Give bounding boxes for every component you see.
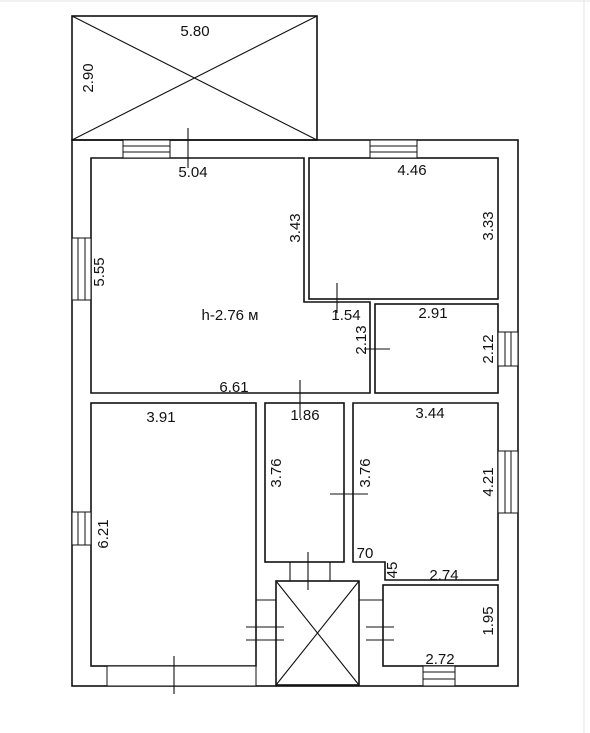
dim-kitchen-h-right: 3.33: [480, 211, 497, 240]
dim-living-h: 5.55: [91, 257, 108, 286]
dim-bath-w-bottom: 2.72: [425, 651, 454, 668]
dim-kitchen-h-left: 3.43: [287, 213, 304, 242]
window-right-bedroom2: [497, 450, 519, 514]
ceiling-height-label: h-2.76 м: [201, 307, 258, 324]
dim-bedroom-h: 6.21: [95, 519, 112, 548]
dim-bedroom2-h: 4.21: [480, 467, 497, 496]
dim-offset-a: 70: [357, 545, 374, 562]
dim-small-room-w: 2.91: [418, 305, 447, 322]
bedroom-2: [352, 402, 499, 581]
living-room: [90, 157, 371, 394]
dim-terrace-w: 5.80: [180, 23, 209, 40]
window-bottom-bath: [422, 665, 456, 687]
dim-terrace-h: 2.90: [80, 63, 97, 92]
dim-bedroom-w: 3.91: [146, 409, 175, 426]
dim-bedroom2-h-left: 3.76: [357, 458, 374, 487]
dim-hall-w: 1.86: [290, 407, 319, 424]
dim-living-w: 5.04: [178, 164, 207, 181]
window-left-bedroom: [71, 511, 92, 546]
dim-bath-h: 1.95: [480, 606, 497, 635]
dim-offset-b: 45: [384, 562, 401, 579]
outer-wall: [71, 139, 519, 687]
window-bottom-bedroom: [106, 665, 257, 687]
hall: [264, 402, 345, 563]
window-left-living: [71, 237, 92, 301]
dim-kitchen-w: 4.46: [397, 162, 426, 179]
dim-small-room-h: 2.12: [480, 334, 497, 363]
dim-living-w2: 6.61: [219, 379, 248, 396]
dim-living-step: 1.54: [331, 307, 360, 324]
bedroom: [90, 402, 257, 667]
dim-bedroom2-w: 3.44: [415, 405, 444, 422]
window-top-right: [369, 139, 418, 159]
dim-bath-w-top: 2.74: [429, 567, 458, 584]
dim-hall-h: 3.76: [268, 458, 285, 487]
window-top-left: [122, 139, 171, 159]
door-ticks: [173, 128, 394, 694]
dim-living-bay-h: 2.13: [353, 325, 370, 354]
kitchen: [308, 157, 499, 300]
window-right-small: [497, 331, 519, 367]
stair-shaft: [275, 562, 360, 686]
